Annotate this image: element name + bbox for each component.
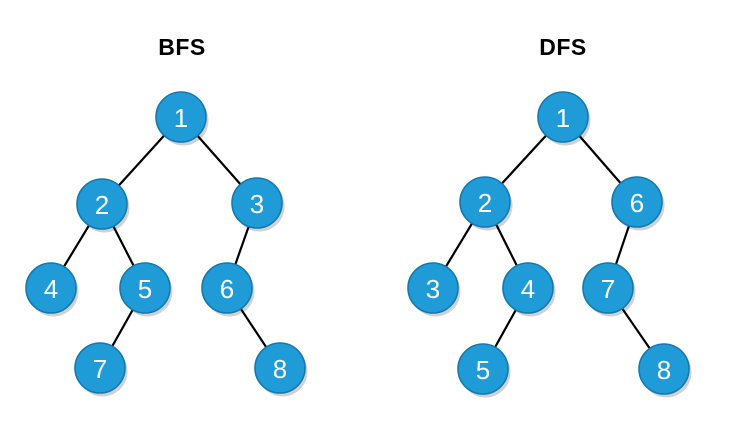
- tree-node[interactable]: 4: [502, 262, 556, 317]
- node-label: 6: [220, 274, 234, 304]
- tree-edge: [195, 133, 243, 187]
- node-circle[interactable]: [119, 262, 171, 314]
- tree-edge: [238, 306, 269, 350]
- tree-edge: [233, 223, 251, 268]
- node-label: 4: [521, 274, 535, 304]
- node-label: 7: [93, 354, 107, 384]
- tree-node[interactable]: 2: [459, 176, 513, 231]
- node-circle[interactable]: [611, 176, 663, 228]
- node-label: 1: [556, 103, 570, 133]
- tree-node[interactable]: 3: [231, 177, 285, 232]
- node-circle[interactable]: [407, 262, 459, 314]
- tree-edge: [494, 221, 519, 269]
- tree-edge: [110, 306, 135, 350]
- tree-node[interactable]: 8: [254, 342, 308, 397]
- node-circle[interactable]: [457, 343, 509, 395]
- tree-node[interactable]: 1: [155, 91, 209, 146]
- tree-node[interactable]: 5: [119, 262, 173, 317]
- tree-node[interactable]: 7: [582, 262, 636, 317]
- tree-node[interactable]: 6: [611, 176, 665, 231]
- tree-edge: [619, 305, 653, 352]
- tree-edge: [577, 133, 623, 186]
- node-label: 6: [630, 188, 644, 218]
- node-circle[interactable]: [231, 177, 283, 229]
- tree-node[interactable]: 4: [25, 262, 79, 317]
- node-circle[interactable]: [74, 342, 126, 394]
- node-circle[interactable]: [582, 262, 634, 314]
- node-circle[interactable]: [638, 343, 690, 395]
- dfs-edge-group: [443, 132, 653, 352]
- node-circle[interactable]: [76, 178, 128, 230]
- node-circle[interactable]: [25, 262, 77, 314]
- tree-node[interactable]: 8: [638, 343, 692, 398]
- dfs-node-group: 1 2 6 3 4 7 5 8: [407, 91, 692, 398]
- bfs-tree-title: BFS: [158, 34, 206, 60]
- node-label: 5: [138, 274, 152, 304]
- node-label: 3: [426, 274, 440, 304]
- node-label: 7: [601, 274, 615, 304]
- tree-node[interactable]: 7: [74, 342, 128, 397]
- node-circle[interactable]: [201, 262, 253, 314]
- tree-edge: [614, 222, 631, 268]
- tree-node[interactable]: 6: [201, 262, 255, 317]
- node-circle[interactable]: [155, 91, 207, 143]
- bfs-node-group: 1 2 3 4 5 6 7 8: [25, 91, 308, 397]
- node-circle[interactable]: [537, 91, 589, 143]
- tree-node[interactable]: 2: [76, 178, 130, 233]
- node-label: 1: [174, 103, 188, 133]
- tree-node[interactable]: 5: [457, 343, 511, 398]
- node-label: 3: [250, 189, 264, 219]
- tree-node[interactable]: 3: [407, 262, 461, 317]
- node-label: 2: [95, 190, 109, 220]
- node-label: 8: [657, 355, 671, 385]
- tree-edge: [61, 222, 92, 270]
- tree-node[interactable]: 1: [537, 91, 591, 146]
- tree-edge: [111, 223, 136, 269]
- node-label: 8: [273, 354, 287, 384]
- node-label: 5: [476, 355, 490, 385]
- tree-edge: [116, 132, 167, 189]
- node-circle[interactable]: [254, 342, 306, 394]
- tree-edge: [443, 220, 475, 270]
- node-circle[interactable]: [502, 262, 554, 314]
- bfs-edge-group: [61, 132, 269, 350]
- dfs-tree-title: DFS: [539, 34, 587, 60]
- node-label: 4: [44, 274, 58, 304]
- tree-edge: [493, 307, 518, 350]
- node-label: 2: [478, 188, 492, 218]
- node-circle[interactable]: [459, 176, 511, 228]
- tree-edge: [499, 132, 549, 187]
